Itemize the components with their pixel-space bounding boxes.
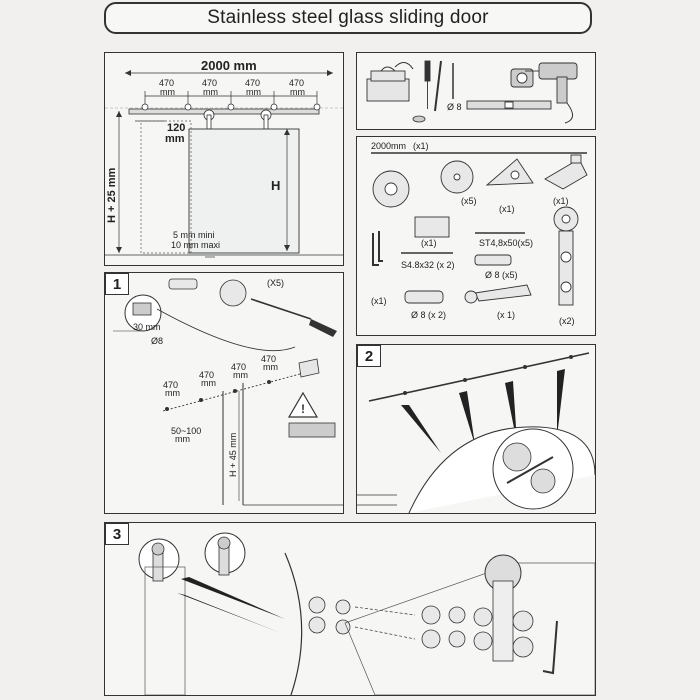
part-qty-plugs-5: Ø 8 (x5) — [485, 270, 518, 280]
step-1-spacing-2-unit: mm — [201, 378, 216, 388]
dimensions-drawing — [105, 70, 343, 258]
step-1-edge-value: 50~100 — [171, 426, 202, 436]
step-1-drill-bit: Ø8 — [151, 336, 164, 346]
svg-text:!: ! — [301, 402, 305, 416]
step-1-drill-depth: 30 mm — [133, 322, 161, 332]
step-2-number: 2 — [357, 345, 381, 367]
screwdriver-icon — [424, 60, 431, 109]
step-1-spacing-2-value: 470 — [199, 370, 215, 380]
spacing-1-unit: mm — [160, 87, 175, 97]
step-3-drawing — [138, 532, 595, 695]
step-1-panel: ! 1 (X5) 30 mm Ø8 470 mm 470 mm 470 mm 4… — [104, 272, 344, 514]
step-1-spacing-1-value: 470 — [163, 380, 179, 390]
part-qty-guide-block: (x1) — [421, 238, 437, 248]
tools-drawing — [366, 60, 578, 124]
spacing-2-unit: mm — [203, 87, 218, 97]
part-qty-rollers: (x2) — [559, 316, 575, 326]
part-qty-hex-keys: (x1) — [371, 296, 387, 306]
title-banner: Stainless steel glass sliding door — [104, 2, 592, 34]
step-2-drawing — [357, 352, 595, 513]
tools-drill-bit-label: Ø 8 — [447, 102, 462, 112]
step-1-spacing-1-unit: mm — [165, 388, 180, 398]
step-1-spacing-3-value: 470 — [231, 362, 247, 372]
spacing-1-value: 470 — [159, 78, 175, 88]
part-qty-long-screws: ST4,8x50(x5) — [479, 238, 534, 248]
gap-min-label: 5 mm mini — [173, 230, 215, 240]
part-qty-clamp: (x1) — [553, 196, 569, 206]
spacing-4-unit: mm — [290, 87, 305, 97]
parts-panel: 2000mm (x1) (x5) (x1) (x1) (x1) ST4,8x50… — [356, 136, 596, 336]
spirit-level-icon — [466, 100, 552, 110]
gap-max-label: 10 mm maxi — [171, 240, 221, 250]
tools-panel: Ø 8 — [356, 52, 596, 130]
spacing-3-unit: mm — [246, 87, 261, 97]
rail-label: 2000mm — [371, 141, 407, 151]
step-1-spacing-3-unit: mm — [233, 370, 248, 380]
step-3-panel: 3 — [104, 522, 596, 696]
step-1-spacing-4-unit: mm — [263, 362, 278, 372]
door-height-label: H — [271, 178, 281, 193]
step-1-drawing: ! — [113, 278, 343, 506]
step-3-number: 3 — [105, 523, 129, 545]
tape-measure-icon — [510, 68, 534, 88]
step-2-panel: 2 — [356, 344, 596, 514]
offset-value: 120 — [167, 122, 186, 134]
power-drill-icon — [525, 62, 578, 104]
rail-qty-label: (x1) — [413, 141, 429, 151]
part-qty-wrench: (x 1) — [497, 310, 515, 320]
toolbox-icon — [366, 66, 410, 102]
spacing-4-value: 470 — [289, 78, 305, 88]
part-qty-plugs-2: Ø 8 (x 2) — [411, 310, 447, 320]
height-plus-25-label: H + 25 mm — [106, 167, 118, 223]
spacing-3-value: 470 — [245, 78, 261, 88]
step-1-number: 1 — [105, 273, 129, 295]
part-qty-short-screws: S4.8x32 (x 2) — [401, 260, 455, 270]
parts-drawing — [371, 152, 588, 306]
part-qty-end-stop: (x1) — [499, 204, 515, 214]
step-1-qty-label: (X5) — [267, 278, 285, 288]
offset-unit: mm — [165, 133, 185, 145]
step-1-spacing-4-value: 470 — [261, 354, 277, 364]
dimensions-panel: 2000 mm 470 mm 470 mm 470 mm 470 mm 120 … — [104, 52, 344, 266]
spacing-2-value: 470 — [202, 78, 218, 88]
step-1-edge-unit: mm — [175, 434, 190, 444]
step-1-height-label: H + 45 mm — [228, 432, 238, 477]
total-width-label: 2000 mm — [201, 58, 257, 73]
page-title: Stainless steel glass sliding door — [207, 7, 489, 28]
part-qty-wall-bracket: (x5) — [461, 196, 477, 206]
